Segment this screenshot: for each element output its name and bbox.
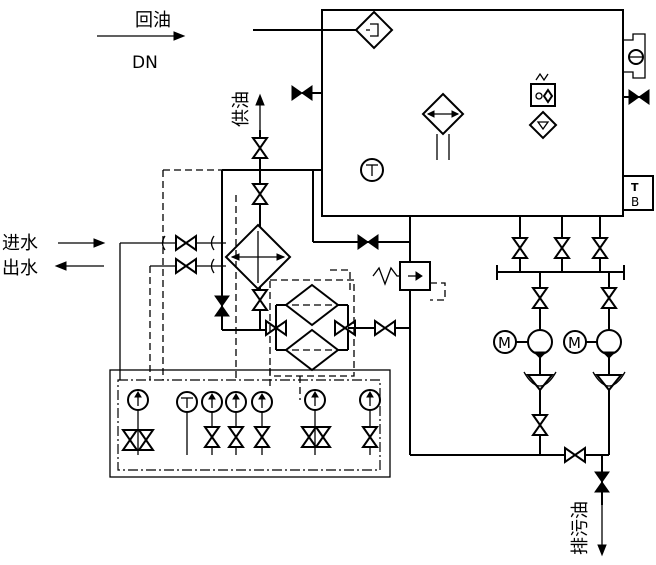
- pump1-inlet-valve-icon: [532, 287, 548, 309]
- breather-icon: [528, 72, 558, 140]
- tb-label-t: T: [631, 181, 639, 194]
- dn-label: DN: [132, 53, 158, 73]
- supply-oil-label: 供油: [231, 91, 252, 127]
- tank-right-valve-icon: [628, 89, 650, 105]
- tank-heater-icon: [421, 92, 465, 160]
- filter-outlet-valve-icon: [374, 320, 396, 336]
- check-valve-1-icon: [523, 371, 557, 392]
- supply-valve-mid-icon: [252, 183, 268, 205]
- tb-terminal-box: T B: [622, 175, 654, 211]
- water-out-arrow: [54, 261, 104, 271]
- pressure-gauge-icon: [359, 389, 381, 455]
- water-in-valve-icon: [175, 235, 197, 251]
- motor-2-icon: M: [563, 330, 597, 354]
- duplex-filter-icon: [275, 283, 349, 372]
- oil-tank: [321, 9, 624, 217]
- return-oil-label: 回油: [135, 10, 171, 31]
- svg-text:M: M: [498, 334, 511, 352]
- water-in-label: 进水: [2, 233, 38, 254]
- check-valve-2-icon: [592, 371, 626, 392]
- return-oil-arrow: [97, 31, 186, 41]
- suction-valve-3-icon: [592, 237, 608, 259]
- pressure-gauge-icon: [251, 391, 273, 455]
- svg-text:M: M: [568, 334, 581, 352]
- drain-oil-label: 排污油: [570, 501, 591, 555]
- pressure-gauge-icon: [122, 389, 154, 455]
- pump-2-icon: [596, 329, 622, 359]
- pressure-gauge-icon: [201, 391, 223, 455]
- thermometer-icon: [360, 158, 384, 182]
- pump-1-icon: [527, 329, 553, 359]
- pump1-outlet-valve-icon: [532, 414, 548, 436]
- tb-label-b: B: [631, 195, 639, 209]
- motor-1-icon: M: [493, 330, 528, 354]
- gauge-panel: [109, 369, 391, 478]
- pressure-gauges: [122, 389, 381, 455]
- suction-valve-1-icon: [512, 237, 528, 259]
- drain-oil-arrow: [597, 505, 607, 557]
- pump2-inlet-valve-icon: [601, 287, 617, 309]
- tank-left-valve-icon: [291, 85, 313, 101]
- supply-valve-top-icon: [252, 137, 268, 159]
- water-out-label: 出水: [2, 258, 38, 279]
- pressure-gauge-icon: [225, 391, 247, 455]
- level-gauge-icon: [623, 33, 646, 79]
- suction-valve-2-icon: [554, 237, 570, 259]
- supply-valve-low-icon: [252, 289, 268, 311]
- cooler-bypass-valve-icon: [214, 295, 230, 317]
- supply-oil-arrow: [255, 93, 265, 130]
- drain-valve-icon: [594, 471, 610, 493]
- return-filter-icon: [354, 10, 394, 50]
- tank-outlet-valve-icon: [357, 234, 379, 250]
- drain-line-valve-icon: [564, 447, 586, 463]
- thermometer-gauge-icon: [176, 391, 198, 455]
- water-out-valve-icon: [175, 258, 197, 274]
- water-in-arrow: [58, 238, 106, 248]
- relief-valve-icon: [372, 261, 446, 301]
- pressure-gauge-icon: [301, 389, 331, 455]
